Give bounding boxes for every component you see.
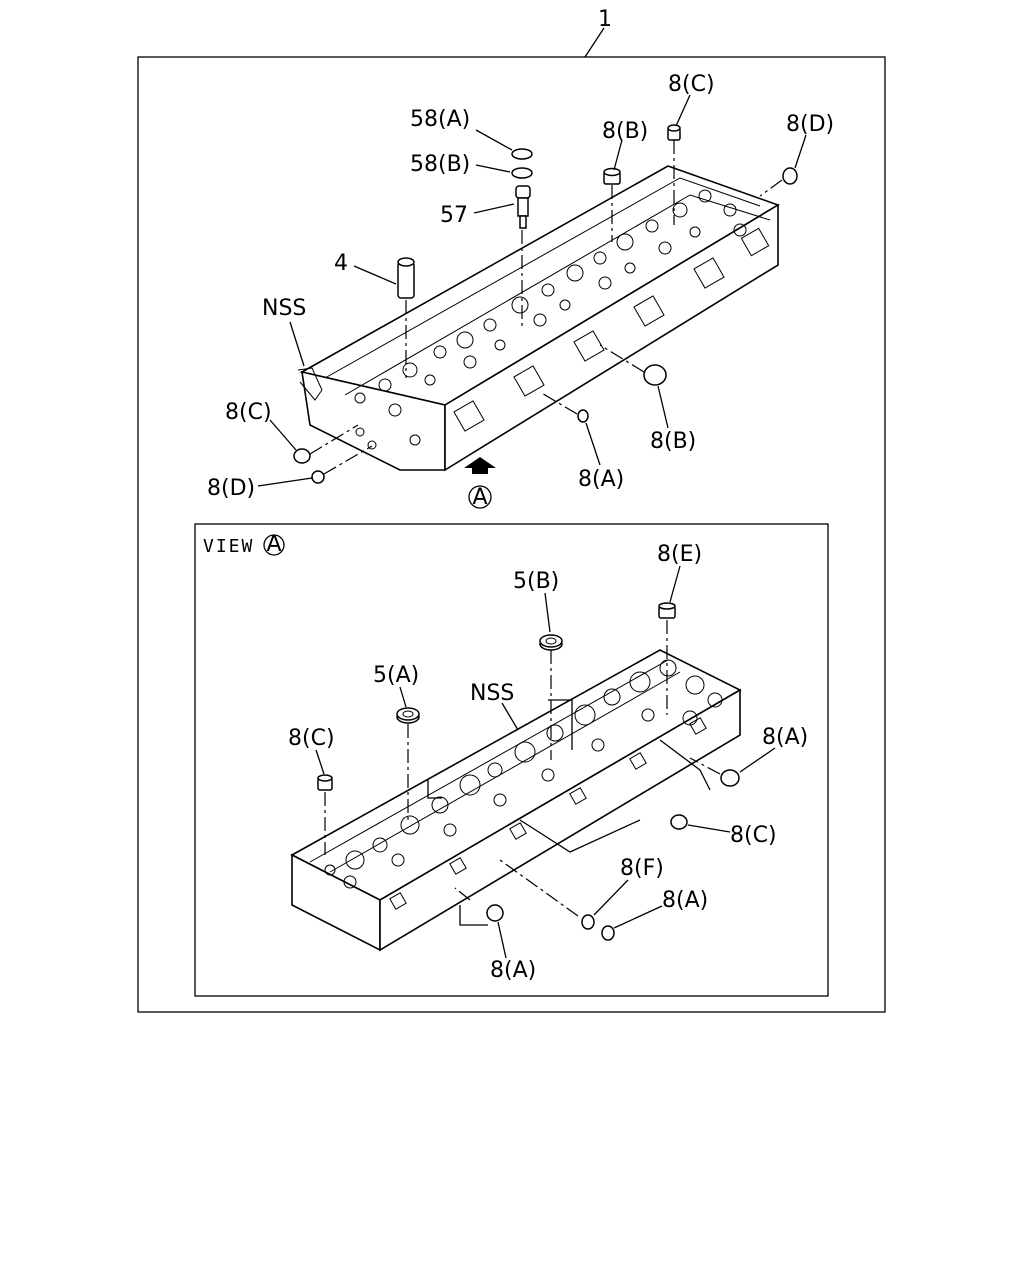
assembly-centerlines-top xyxy=(309,140,783,475)
label-8c-view-left: 8(C) xyxy=(288,726,335,751)
plug-8c-top xyxy=(667,124,681,141)
plug-8b-top xyxy=(603,167,621,185)
part-4-dowel xyxy=(397,257,415,299)
label-8c-view-right: 8(C) xyxy=(730,823,777,848)
label-8a-view-front: 8(A) xyxy=(662,888,708,913)
o-ring-58a xyxy=(511,148,533,160)
assembly-frame xyxy=(137,56,886,1013)
label-8b-top: 8(B) xyxy=(602,119,648,144)
seal-5a xyxy=(396,707,420,724)
o-ring-58b xyxy=(511,167,533,179)
label-58a: 58(A) xyxy=(410,107,470,132)
plug-8c-view-left xyxy=(317,774,333,791)
cylinder-head-top-view xyxy=(297,165,780,472)
view-outline-lines xyxy=(427,699,711,926)
label-nss-view: NSS xyxy=(470,681,514,706)
plug-8a-front xyxy=(577,409,589,423)
leader-lines-view xyxy=(315,565,776,959)
seal-5b xyxy=(539,634,563,651)
plug-8c-left xyxy=(293,448,311,464)
assembly-centerlines-view xyxy=(324,620,721,917)
leader-lines-top xyxy=(257,94,807,487)
part-57-nozzle-sleeve xyxy=(515,185,531,229)
plug-8a-view-right xyxy=(720,769,740,787)
plug-8b-front xyxy=(643,364,667,386)
view-arrow-icon xyxy=(464,457,496,474)
label-8d-left: 8(D) xyxy=(207,476,255,501)
plug-8a-view-front xyxy=(601,925,615,941)
plug-8c-view-right xyxy=(670,814,688,830)
label-8b-front: 8(B) xyxy=(650,429,696,454)
plug-8e xyxy=(658,602,676,619)
label-8d-right: 8(D) xyxy=(786,112,834,137)
assembly-leader xyxy=(584,27,605,58)
label-8c-top: 8(C) xyxy=(668,72,715,97)
label-8f: 8(F) xyxy=(620,856,664,881)
label-8e: 8(E) xyxy=(657,542,702,567)
plug-8d-right xyxy=(782,167,798,185)
label-8a-view-right: 8(A) xyxy=(762,725,808,750)
label-58b: 58(B) xyxy=(410,152,470,177)
view-a-title: VIEW xyxy=(203,536,254,557)
label-5a: 5(A) xyxy=(373,663,419,688)
cylinder-head-bottom-view xyxy=(290,649,742,952)
label-57: 57 xyxy=(440,203,468,228)
plug-8d-left xyxy=(311,470,325,484)
label-8a-view-bottom: 8(A) xyxy=(490,958,536,983)
assembly-callout: 1 xyxy=(598,7,612,32)
plug-8a-view-bottom xyxy=(486,904,504,922)
label-8c-left: 8(C) xyxy=(225,400,272,425)
view-a-title-marker: A xyxy=(266,532,281,557)
label-4: 4 xyxy=(334,251,348,276)
plug-8f xyxy=(581,914,595,930)
view-marker-circle xyxy=(468,485,492,509)
label-5b: 5(B) xyxy=(513,569,559,594)
label-8a-front: 8(A) xyxy=(578,467,624,492)
view-marker-letter: A xyxy=(472,485,487,510)
view-a-title-circle xyxy=(263,534,285,556)
label-nss-top: NSS xyxy=(262,296,306,321)
view-a-panel xyxy=(194,523,829,997)
